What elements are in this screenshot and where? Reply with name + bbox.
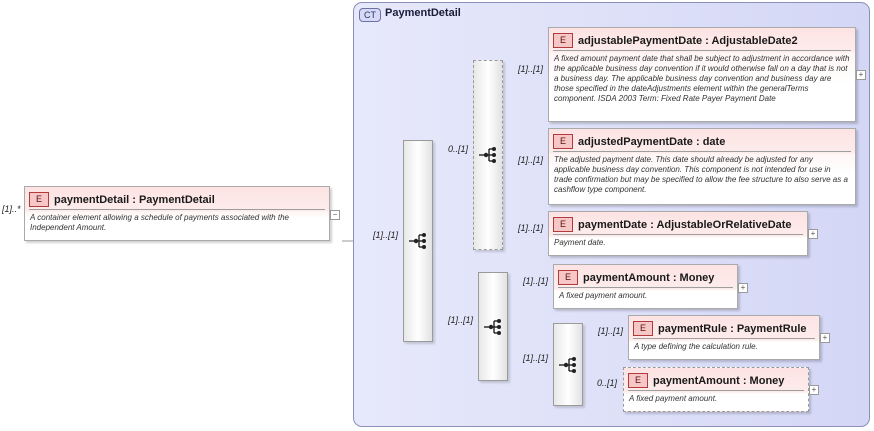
- complex-type-title: PaymentDetail: [385, 7, 461, 19]
- choice-b-cardinality: [1]..[1]: [448, 315, 474, 325]
- element-badge: E: [553, 217, 573, 233]
- element-separator: [553, 234, 803, 235]
- element-description: The adjusted payment date. This date sho…: [554, 155, 848, 194]
- root-cardinality: [1]..*: [2, 204, 21, 214]
- element-separator: [633, 338, 815, 339]
- element-badge: E: [553, 33, 573, 49]
- element-cardinality: [1]..[1]: [518, 223, 544, 233]
- element-name: paymentRule : PaymentRule: [658, 322, 807, 335]
- element-name: adjustablePaymentDate : AdjustableDate2: [578, 34, 798, 47]
- minus-expander-icon[interactable]: −: [330, 210, 340, 220]
- complex-type-badge: CT: [359, 8, 381, 22]
- element-description: Payment date.: [554, 238, 606, 247]
- sequence-compositor-icon: [559, 356, 576, 373]
- sequence-compositor-icon: [479, 147, 496, 163]
- choice-a-cardinality: 0..[1]: [448, 144, 469, 154]
- element-separator: [553, 151, 851, 152]
- element-cardinality: [1]..[1]: [518, 155, 544, 165]
- plus-expander-icon[interactable]: +: [738, 283, 748, 293]
- element-separator: [29, 209, 325, 210]
- element-separator: [628, 390, 804, 391]
- element-name: paymentAmount : Money: [653, 374, 785, 387]
- element-description: A fixed amount payment date that shall b…: [554, 54, 850, 103]
- element-badge: E: [553, 134, 573, 150]
- element-description: A type defining the calculation rule.: [634, 342, 758, 351]
- element-cardinality: 0..[1]: [597, 378, 618, 388]
- element-name: paymentAmount : Money: [583, 271, 715, 284]
- plus-expander-icon[interactable]: +: [808, 229, 818, 239]
- element-badge: E: [558, 270, 578, 286]
- sequence-compositor-icon: [484, 318, 501, 335]
- element-separator: [553, 50, 851, 51]
- choice-a-compositor[interactable]: [473, 60, 503, 250]
- element-separator: [558, 287, 733, 288]
- plus-expander-icon[interactable]: +: [809, 385, 819, 395]
- element-description: A container element allowing a schedule …: [30, 213, 289, 232]
- element-badge: E: [29, 192, 49, 208]
- sequence-compositor-icon: [409, 233, 426, 249]
- outer-sequence-cardinality: [1]..[1]: [373, 230, 399, 240]
- choice-b-compositor[interactable]: [478, 272, 508, 381]
- element-description: A fixed payment amount.: [559, 291, 648, 300]
- plus-expander-icon[interactable]: +: [820, 333, 830, 343]
- inner-sequence-compositor[interactable]: [553, 323, 583, 406]
- element-badge: E: [628, 373, 648, 389]
- element-cardinality: [1]..[1]: [598, 326, 624, 336]
- element-name: paymentDate : AdjustableOrRelativeDate: [578, 218, 792, 231]
- element-name: adjustedPaymentDate : date: [578, 135, 726, 148]
- inner-sequence-cardinality: [1]..[1]: [523, 353, 549, 363]
- element-badge: E: [633, 321, 653, 337]
- element-cardinality: [1]..[1]: [523, 276, 549, 286]
- element-name: paymentDetail : PaymentDetail: [54, 193, 215, 206]
- outer-sequence-compositor[interactable]: [403, 140, 433, 342]
- element-description: A fixed payment amount.: [629, 394, 718, 403]
- plus-expander-icon[interactable]: +: [856, 70, 866, 80]
- element-cardinality: [1]..[1]: [518, 64, 544, 74]
